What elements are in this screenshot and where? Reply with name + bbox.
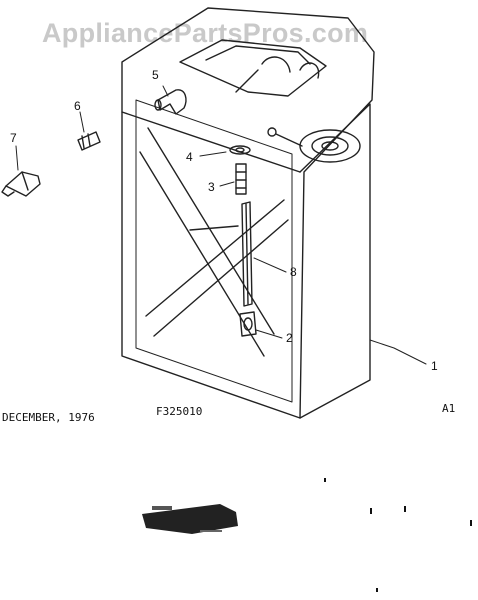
watermark: AppliancePartsPros.com (42, 18, 369, 48)
can-handles (179, 39, 327, 97)
bottom-fitting (239, 311, 257, 337)
callout-1: 1 (431, 359, 438, 373)
callout-2: 2 (286, 331, 293, 345)
footer-drawing-number: F325010 (156, 405, 203, 418)
elbow-fitting (154, 89, 187, 115)
scan-smudge (142, 478, 472, 592)
footer-date: DECEMBER, 1976 (2, 411, 95, 424)
fuel-cap (267, 127, 361, 163)
gauge-nut (229, 145, 251, 155)
sight-tube (241, 201, 253, 307)
callout-5: 5 (152, 68, 159, 82)
leader-lines (15, 85, 427, 365)
side-ribs (139, 127, 289, 357)
fuel-can-body (121, 7, 375, 419)
gauge-fitting (235, 163, 247, 195)
footer-sheet: A1 (442, 402, 456, 415)
valve-fitting (77, 131, 101, 151)
callout-7: 7 (10, 131, 17, 145)
callout-3: 3 (208, 180, 215, 194)
callout-6: 6 (74, 99, 81, 113)
callout-8: 8 (290, 265, 297, 279)
callout-4: 4 (186, 150, 193, 164)
hose-nozzle (1, 171, 41, 197)
